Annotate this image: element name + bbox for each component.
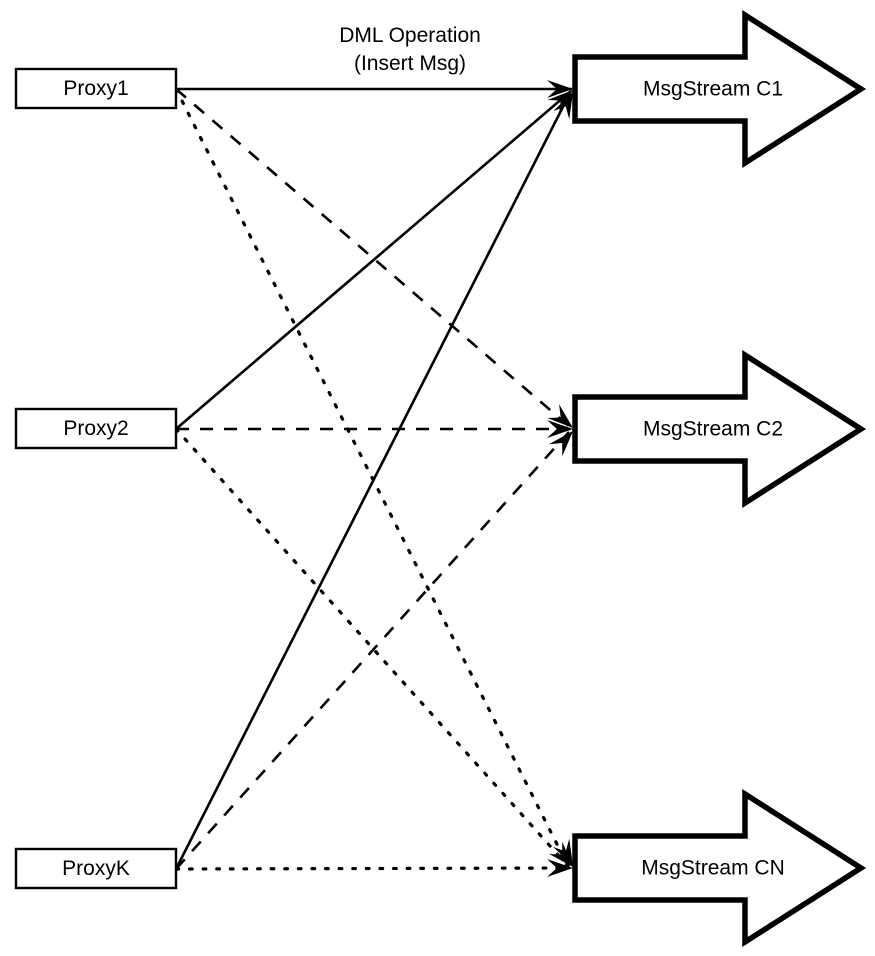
stream-label-stream-cn: MsgStream CN <box>641 857 785 880</box>
proxy-label-proxy2: Proxy2 <box>63 417 128 440</box>
arrowhead-head-p2-c2 <box>547 420 573 438</box>
proxy-node-proxy1[interactable]: Proxy1 <box>14 67 178 110</box>
proxy-node-proxy2[interactable]: Proxy2 <box>14 407 178 450</box>
connection-pk-c2 <box>175 431 570 870</box>
arrowhead-head-p1-c2 <box>547 404 573 428</box>
connection-p2-cn <box>174 427 570 868</box>
stream-node-stream-c1[interactable]: MsgStream C1 <box>572 9 867 169</box>
proxy-label-proxy1: Proxy1 <box>63 77 128 100</box>
connection-p1-cn <box>174 87 570 868</box>
stream-arrow-shape-stream-cn <box>572 788 867 948</box>
arrowhead-head-p2-cn <box>548 841 573 867</box>
arrowheads-layer <box>547 80 573 877</box>
streams-layer: MsgStream C1 MsgStream C2 MsgStream CN <box>572 9 867 948</box>
connection-p1-c2 <box>175 88 571 428</box>
edge-label-dml-operation: DML Operation (Insert Msg) <box>339 24 481 75</box>
edge-label-line2: (Insert Msg) <box>354 52 466 75</box>
arrowhead-head-pk-c1 <box>553 92 573 120</box>
connections-layer <box>174 87 572 871</box>
stream-arrow-shape-stream-c1 <box>572 9 867 169</box>
proxy-box-proxy1 <box>14 67 178 110</box>
arrowhead-head-p1-c1 <box>547 80 573 98</box>
arrowhead-head-pk-cn <box>547 859 573 877</box>
proxy-label-proxyk: ProxyK <box>62 857 130 880</box>
stream-node-stream-c2[interactable]: MsgStream C2 <box>572 349 867 509</box>
connection-p2-c1 <box>175 90 572 430</box>
edge-label-line1: DML Operation <box>339 24 481 47</box>
connection-pk-c1 <box>174 92 572 870</box>
stream-arrow-shape-stream-c2 <box>572 349 867 509</box>
proxy-box-proxyk <box>14 847 178 890</box>
stream-label-stream-c2: MsgStream C2 <box>643 418 783 441</box>
proxy-node-proxyk[interactable]: ProxyK <box>14 847 178 890</box>
arrowhead-head-pk-c2 <box>548 431 573 457</box>
stream-node-stream-cn[interactable]: MsgStream CN <box>572 788 867 948</box>
proxy-box-proxy2 <box>14 407 178 450</box>
stream-label-stream-c1: MsgStream C1 <box>643 78 783 101</box>
connection-pk-cn <box>174 866 570 871</box>
arrowhead-head-p2-c1 <box>547 90 573 114</box>
